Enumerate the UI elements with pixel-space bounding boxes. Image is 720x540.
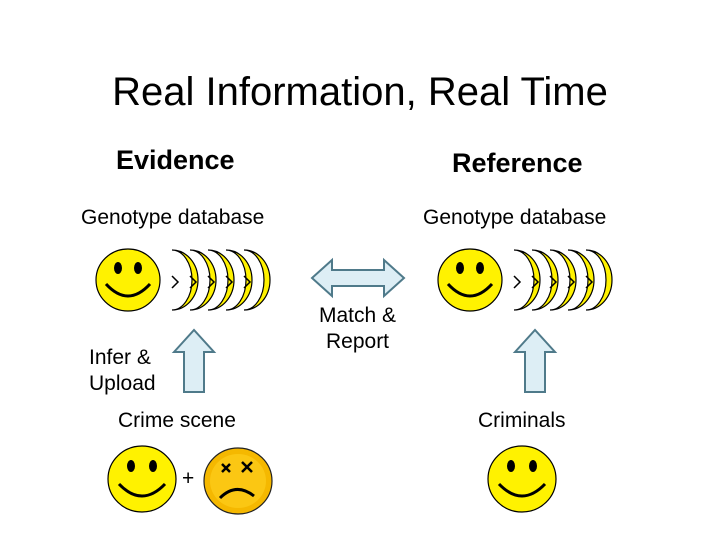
crime-scene-label: Crime scene — [118, 409, 236, 432]
reference-heading: Reference — [452, 148, 583, 178]
evidence-database-label: Genotype database — [81, 206, 265, 229]
up-arrow-icon — [171, 328, 217, 393]
slide-title: Real Information, Real Time — [112, 70, 608, 114]
criminals-label: Criminals — [478, 409, 566, 432]
criminal-smiley — [487, 445, 557, 513]
match-report-label: Match & Report — [300, 303, 415, 355]
plus-sign: + — [182, 467, 195, 490]
evidence-database-faces — [95, 248, 271, 312]
smiley-face-icon — [487, 445, 557, 513]
reference-database-faces — [437, 248, 613, 312]
smiley-face-icon — [437, 248, 503, 312]
smiley-face-icon — [107, 445, 177, 513]
evidence-heading: Evidence — [116, 145, 235, 175]
infer-upload-label: Infer & Upload — [89, 345, 156, 397]
double-arrow-icon — [310, 257, 406, 299]
stacked-face-icon — [171, 249, 271, 311]
smiley-face-icon — [95, 248, 161, 312]
match-label-line2: Report — [325, 330, 390, 353]
sad-face-icon — [203, 447, 273, 515]
up-arrow-icon — [512, 328, 558, 393]
match-label-line1: Match & — [318, 304, 397, 327]
infer-label-line1: Infer & — [89, 346, 151, 369]
stacked-face-icon — [513, 249, 613, 311]
reference-database-label: Genotype database — [423, 206, 607, 229]
crime-scene-smiley — [107, 445, 177, 513]
infer-label-line2: Upload — [89, 372, 156, 395]
